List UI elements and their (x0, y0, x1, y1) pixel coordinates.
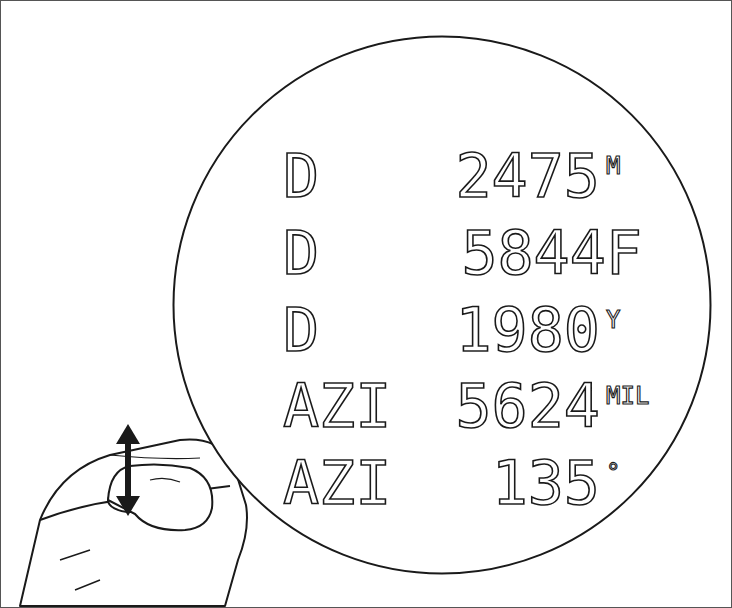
readout-value: 5844F (461, 223, 642, 283)
readout-value: 5624 (456, 376, 601, 436)
readout-label: D (283, 146, 319, 206)
readout-value: 1980 (456, 300, 601, 360)
readout-label: D (283, 223, 319, 283)
readout-value: 2475 (456, 146, 601, 206)
unit-symbol: ° (606, 461, 620, 485)
readout-label: AZI (283, 376, 391, 436)
unit-symbol: M (606, 154, 620, 178)
circle-outline (172, 35, 712, 575)
unit-symbol: Y (606, 308, 620, 332)
readout-value: 135 (492, 453, 600, 513)
unit-symbol: MIL (606, 384, 649, 408)
viewfinder-circle: D 2475M D 5844F D 1980Y AZI 5624MIL AZI 135° (172, 35, 712, 575)
readout-label: AZI (283, 453, 391, 513)
readout-label: D (283, 300, 319, 360)
